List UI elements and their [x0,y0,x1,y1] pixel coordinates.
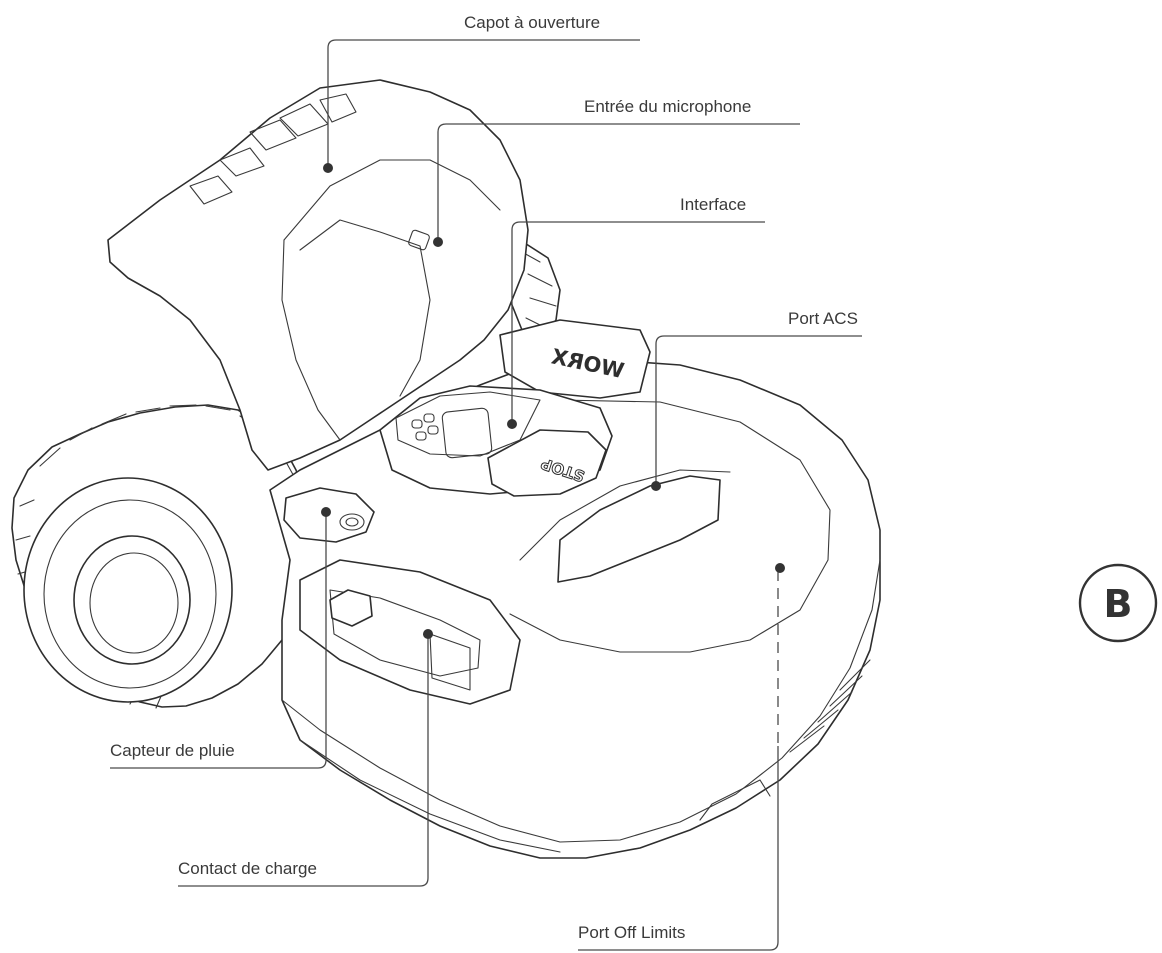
dot-microphone [433,237,443,247]
dot-interface [507,419,517,429]
badge-letter: B [1104,582,1133,626]
label-interface: Interface [680,195,746,214]
label-capot: Capot à ouverture [464,13,600,32]
dot-pluie [321,507,331,517]
dot-acs [651,481,661,491]
dot-charge [423,629,433,639]
figure-badge: B [1080,565,1156,641]
label-charge: Contact de charge [178,859,317,878]
dot-capot [323,163,333,173]
label-microphone: Entrée du microphone [584,97,751,116]
dot-offlimits [775,563,785,573]
label-pluie: Capteur de pluie [110,741,235,760]
label-acs: Port ACS [788,309,858,328]
label-offlimits: Port Off Limits [578,923,685,942]
control-interface: STOP [380,386,612,496]
